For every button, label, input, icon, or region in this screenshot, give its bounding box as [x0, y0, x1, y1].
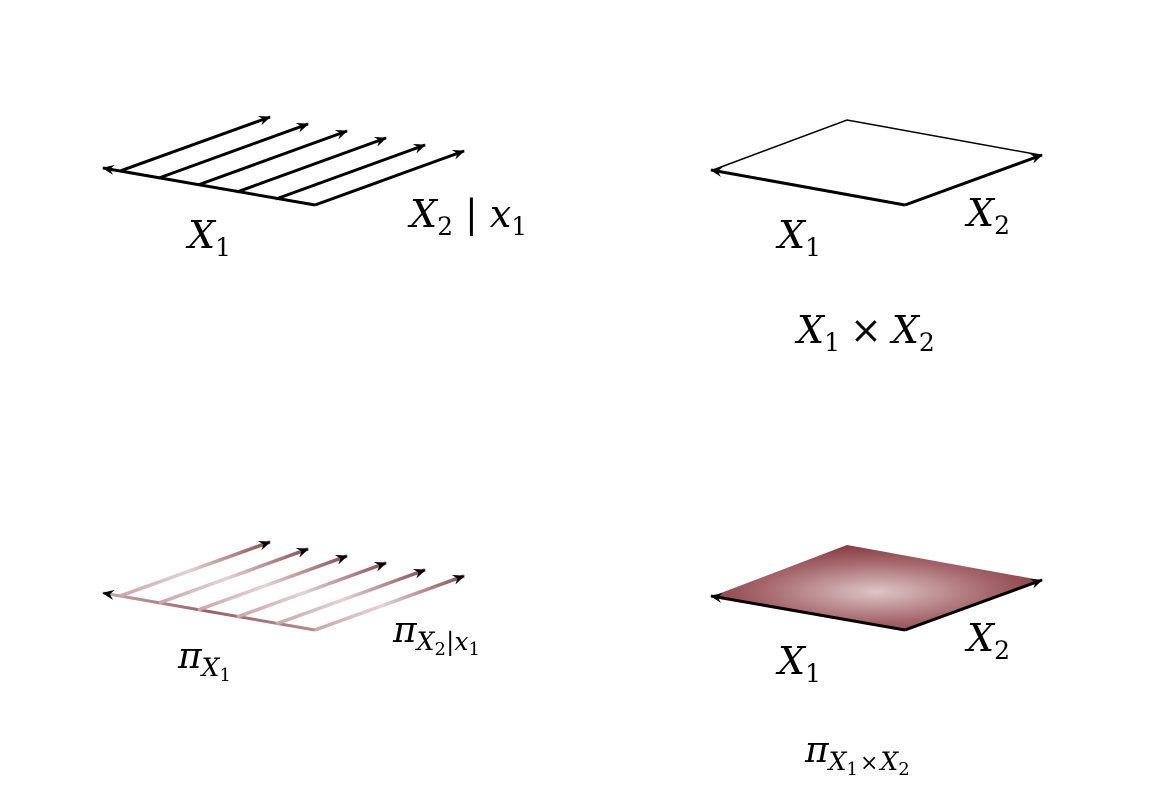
density-fiber-arrow: [197, 554, 348, 612]
panel-top-left: X1 X2| x1: [102, 115, 527, 262]
fiber-arrow: [275, 143, 426, 201]
label-x1: X1: [185, 213, 231, 262]
label-x2: X2: [964, 616, 1010, 665]
label-pi-x2-given-x1: πX2|x1: [392, 610, 480, 660]
axis-x1: [710, 592, 906, 632]
joint-density-surface: [713, 545, 1040, 630]
axis-x2: [904, 153, 1043, 207]
fiber-arrow: [119, 115, 271, 173]
panel-bottom-right: X1 X2 πX1×X2: [710, 545, 1043, 780]
density-fiber-arrow: [314, 574, 465, 632]
label-x1: X1: [775, 213, 821, 262]
caption-product: X1×X2: [794, 308, 935, 357]
label-pi-x1: πX1: [177, 636, 231, 686]
caption-joint-density: πX1×X2: [804, 730, 910, 780]
fiber-arrow: [236, 136, 387, 194]
label-x2: X2: [964, 191, 1010, 240]
panel-top-right: X1 X2 X1×X2: [710, 119, 1043, 357]
density-fiber-arrow: [119, 540, 271, 598]
axis-x1: [710, 167, 906, 207]
fiber-arrow: [197, 129, 348, 187]
label-x1: X1: [775, 639, 821, 688]
panel-bottom-left: πX1 πX2|x1: [102, 540, 480, 686]
density-fiber-arrow: [275, 568, 426, 626]
axis-x2: [904, 578, 1043, 632]
axis-x1: [102, 164, 316, 207]
density-fiber-arrow: [158, 547, 309, 605]
fiber-arrow: [158, 122, 309, 180]
density-fiber-arrow: [236, 561, 387, 619]
product-outline: [712, 119, 1041, 171]
fiber-arrow: [314, 149, 465, 207]
label-x2-given-x1: X2| x1: [407, 192, 527, 241]
